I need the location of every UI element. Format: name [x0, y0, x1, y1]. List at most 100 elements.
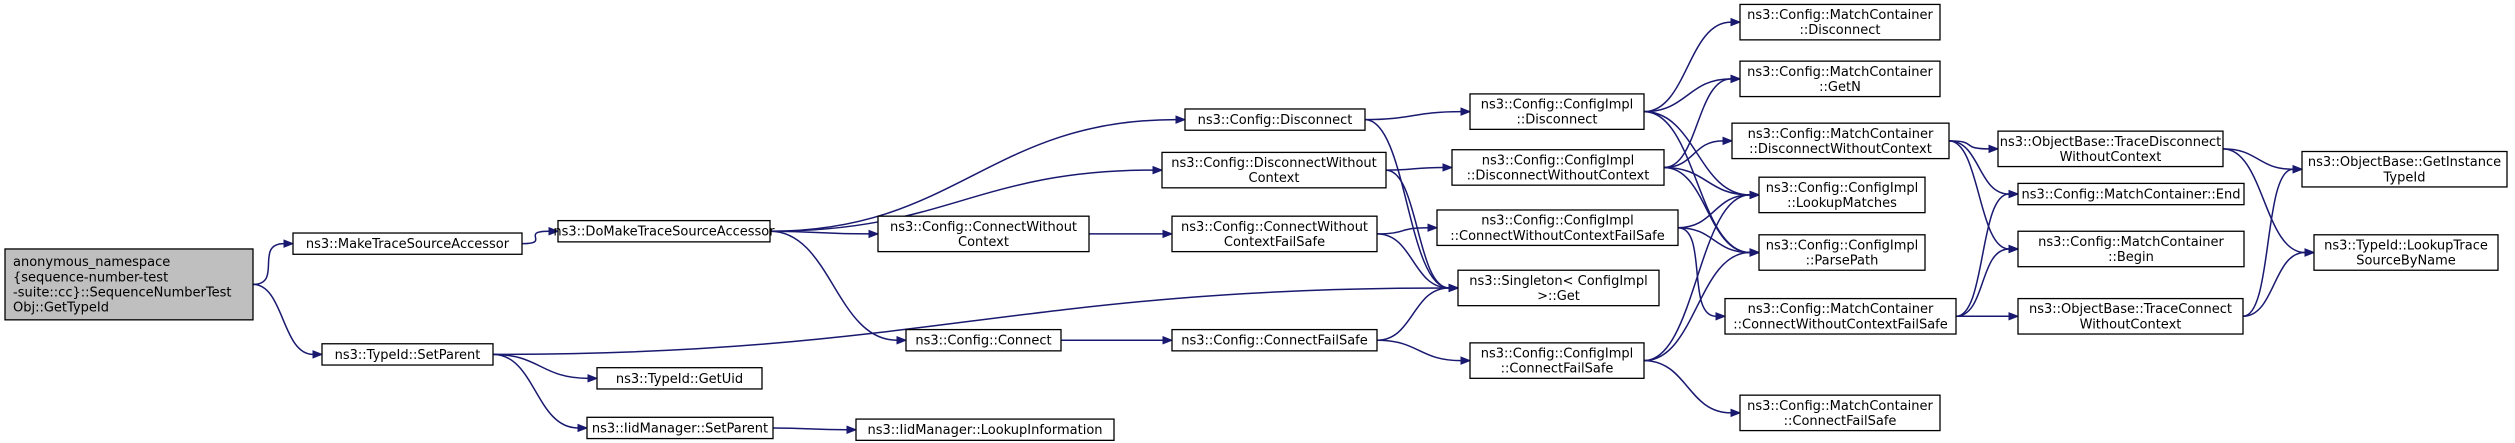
edge-ob_traceconnect-to-getinstancetypeid [2242, 164, 2304, 318]
node-connect[interactable]: ns3::Config::Connect [905, 328, 1062, 352]
node-box [2301, 150, 2508, 188]
call-graph-edges [252, 17, 2316, 434]
node-lookupmatches[interactable]: ns3::Config::ConfigImpl::LookupMatches [1758, 176, 1926, 214]
node-label: ns3::IidManager::LookupInformation [867, 423, 1102, 438]
node-label: ::ConnectFailSafe [1784, 414, 1897, 429]
node-box [4, 248, 254, 321]
node-label: ns3::Singleton< ConfigImpl [1469, 274, 1647, 289]
node-box [1758, 234, 1926, 271]
node-mc_end[interactable]: ns3::Config::MatchContainer::End [2017, 182, 2245, 206]
node-label: ::ParsePath [1806, 254, 1879, 269]
node-mc_disconnect[interactable]: ns3::Config::MatchContainer::Disconnect [1739, 3, 1941, 41]
node-label: ns3::Config::DisconnectWithout [1171, 156, 1377, 171]
node-lookupinfo[interactable]: ns3::IidManager::LookupInformation [855, 418, 1115, 441]
node-box [1457, 269, 1660, 307]
node-label: ns3::Config::ConfigImpl [1766, 181, 1919, 196]
edge-connectwocfs-to-impl_connectwocfs [1376, 223, 1439, 235]
node-box [2017, 297, 2244, 335]
node-box [2017, 230, 2245, 268]
edge-impl_disconnectwoc-to-mc_disconnectwoc [1663, 136, 1734, 169]
edge-connect-to-connectfs [1061, 335, 1174, 345]
node-label: ContextFailSafe [1224, 235, 1325, 250]
node-label: ::ConnectWithoutContextFailSafe [1733, 317, 1948, 332]
edge-mc_connectwocfs-to-mc_end [1955, 189, 2020, 318]
node-box [1731, 122, 1950, 160]
node-ob_tracedisconnect[interactable]: ns3::ObjectBase::TraceDisconnectWithoutC… [1997, 130, 2224, 168]
node-box [1184, 108, 1366, 131]
node-mc_begin[interactable]: ns3::Config::MatchContainer::Begin [2017, 230, 2245, 268]
node-mc_disconnectwoc[interactable]: ns3::Config::MatchContainer::DisconnectW… [1731, 122, 1950, 160]
node-iidsetparent[interactable]: ns3::IidManager::SetParent [586, 416, 774, 440]
node-mc_connectfs[interactable]: ns3::Config::MatchContainer::ConnectFail… [1739, 394, 1941, 432]
edge-connectfs-to-singleton [1376, 283, 1460, 341]
edge-impl_connectfs-to-lookupmatches [1643, 190, 1761, 362]
node-label: ns3::Config::MatchContainer [1747, 399, 1933, 414]
node-singleton[interactable]: ns3::Singleton< ConfigImpl >::Get [1457, 269, 1660, 307]
node-connectwoc[interactable]: ns3::Config::ConnectWithoutContext [877, 215, 1090, 253]
node-parsepath[interactable]: ns3::Config::ConfigImpl::ParsePath [1758, 234, 1926, 271]
edge-iidsetparent-to-lookupinfo [772, 425, 858, 434]
node-box [905, 328, 1062, 352]
edge-impl_connectwocfs-to-mc_connectwocfs [1677, 226, 1727, 321]
node-impl_disconnectwoc[interactable]: ns3::Config::ConfigImpl::DisconnectWitho… [1451, 149, 1665, 186]
node-label: >::Get [1537, 289, 1580, 304]
node-label: ns3::MakeTraceSourceAccessor [306, 237, 510, 252]
edge-mc_connectwocfs-to-ob_traceconnect [1956, 312, 2020, 321]
edge-impl_disconnect-to-mc_getn [1643, 74, 1742, 113]
node-impl_connectwocfs[interactable]: ns3::Config::ConfigImpl::ConnectWithoutC… [1436, 209, 1679, 247]
edge-impl_connectfs-to-parsepath [1643, 248, 1761, 362]
node-label: SourceByName [2356, 254, 2456, 269]
node-label: ns3::ObjectBase::GetInstance [2308, 155, 2501, 170]
node-label: ::Disconnect [1800, 23, 1881, 38]
node-mc_getn[interactable]: ns3::Config::MatchContainer::GetN [1739, 60, 1941, 98]
node-dmtsa[interactable]: ns3::DoMakeTraceSourceAccessor [553, 219, 775, 243]
edge-connectwoc-to-connectwocfs [1088, 229, 1174, 239]
node-label: WithoutContext [2060, 150, 2162, 165]
node-impl_disconnect[interactable]: ns3::Config::ConfigImpl::Disconnect [1469, 93, 1645, 131]
node-label: ::GetN [1819, 80, 1861, 95]
node-box [1469, 342, 1645, 379]
node-disconnectwoc[interactable]: ns3::Config::DisconnectWithoutContext [1161, 151, 1387, 189]
node-ob_traceconnect[interactable]: ns3::ObjectBase::TraceConnectWithoutCont… [2017, 297, 2244, 335]
node-box [1724, 297, 1957, 335]
node-label: ns3::Config::Connect [915, 334, 1051, 349]
node-label: Obj::GetTypeId [13, 301, 109, 316]
node-box [1436, 209, 1679, 247]
edge-impl_connectfs-to-mc_connectfs [1643, 359, 1742, 418]
edge-impl_disconnectwoc-to-mc_getn [1663, 74, 1742, 169]
node-disconnect[interactable]: ns3::Config::Disconnect [1184, 108, 1366, 131]
edge-root-to-mtsa [252, 239, 295, 286]
node-label: ns3::Config::ConfigImpl [1481, 214, 1634, 229]
node-root[interactable]: anonymous_namespace{sequence-number-test… [4, 248, 254, 321]
node-box [877, 215, 1090, 253]
node-connectfs[interactable]: ns3::Config::ConnectFailSafe [1171, 328, 1378, 352]
edge-dmtsa-to-disconnect [769, 115, 1187, 232]
node-label: -suite::cc}::SequenceNumberTest [13, 285, 231, 300]
edge-mtsa-to-dmtsa [521, 227, 560, 245]
node-impl_connectfs[interactable]: ns3::Config::ConfigImpl::ConnectFailSafe [1469, 342, 1645, 379]
node-box [1469, 93, 1645, 131]
node-label: ::Disconnect [1517, 113, 1598, 128]
edge-connectfs-to-impl_connectfs [1376, 339, 1472, 365]
node-box [1161, 151, 1387, 189]
node-box [557, 219, 771, 243]
node-label: ns3::Config::ConfigImpl [1481, 347, 1634, 362]
edge-root-to-setparent [252, 283, 324, 359]
node-setparent[interactable]: ns3::TypeId::SetParent [321, 343, 494, 366]
node-label: anonymous_namespace [13, 255, 170, 270]
node-box [1451, 149, 1665, 186]
node-box [1739, 394, 1941, 432]
node-label: ns3::Config::MatchContainer [1747, 8, 1933, 23]
node-connectwocfs[interactable]: ns3::Config::ConnectWithoutContextFailSa… [1171, 215, 1378, 253]
call-graph-nodes: anonymous_namespace{sequence-number-test… [4, 3, 2508, 441]
edge-dmtsa-to-connect [769, 230, 908, 345]
node-mc_connectwocfs[interactable]: ns3::Config::MatchContainer::ConnectWith… [1724, 297, 1957, 335]
node-getuid[interactable]: ns3::TypeId::GetUid [596, 367, 763, 390]
node-mtsa[interactable]: ns3::MakeTraceSourceAccessor [292, 232, 523, 255]
edge-mc_disconnectwoc-to-ob_tracedisconnect [1948, 140, 2000, 154]
edge-dmtsa-to-connectwoc [769, 229, 880, 239]
node-label: ns3::Config::MatchContainer::End [2022, 188, 2241, 203]
